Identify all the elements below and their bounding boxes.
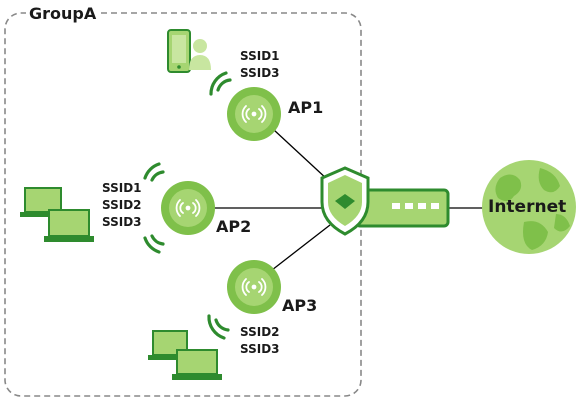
connection-lines [212, 129, 484, 271]
ssid-label: SSID2 [102, 198, 142, 212]
router-icon [354, 188, 450, 228]
ap1-ssid-list: SSID1 SSID3 [240, 48, 280, 82]
laptop-icon [44, 209, 94, 242]
ap2-label: AP2 [216, 217, 252, 236]
security-shield-icon [320, 166, 370, 236]
group-title: GroupA [26, 4, 100, 23]
ssid-label: SSID2 [240, 325, 280, 339]
wifi-signal-icon [207, 314, 230, 340]
ssid-label: SSID3 [240, 66, 280, 80]
ap2-ssid-list: SSID1 SSID2 SSID3 [102, 180, 142, 231]
ap3-ssid-list: SSID2 SSID3 [240, 324, 280, 358]
internet-label: Internet [488, 197, 567, 217]
link-ap1-firewall [273, 129, 329, 181]
tablet-with-user-icon [167, 29, 211, 73]
ssid-label: SSID3 [102, 215, 142, 229]
wireless-access-point-icon [227, 87, 281, 141]
wireless-access-point-icon [161, 181, 215, 235]
globe-icon [482, 160, 576, 254]
ssid-label: SSID1 [102, 181, 142, 195]
ssid-label: SSID1 [240, 49, 280, 63]
laptop-icon [172, 349, 222, 380]
link-ap3-firewall [271, 224, 331, 271]
ssid-label: SSID3 [240, 342, 280, 356]
ap3-label: AP3 [282, 296, 318, 315]
wifi-signal-icon [209, 71, 232, 96]
wifi-signal-icon [143, 162, 165, 254]
wireless-access-point-icon [227, 260, 281, 314]
laptop-icon [20, 187, 66, 217]
ap1-label: AP1 [288, 98, 324, 117]
